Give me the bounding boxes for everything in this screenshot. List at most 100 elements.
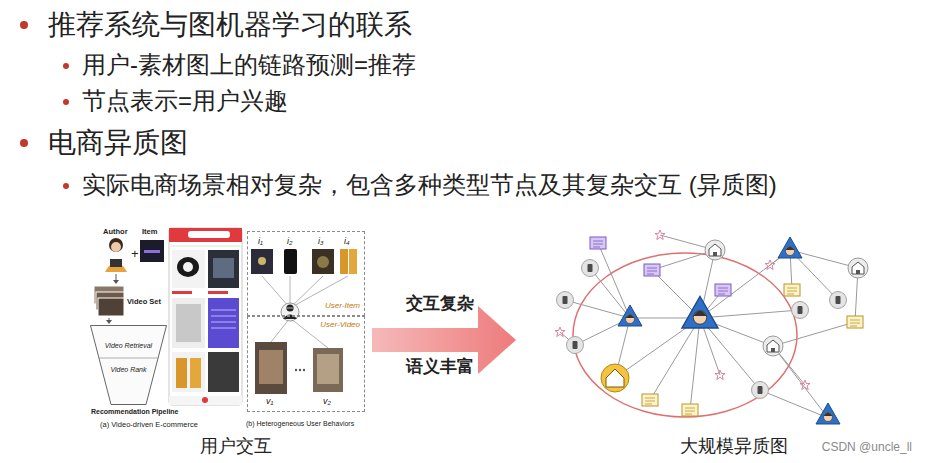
bullet-dot [20, 21, 28, 29]
funnel-stage: Video RetrievalVideo Rank [90, 325, 167, 405]
graph-node-icon [618, 305, 642, 326]
node-caption: User-Item [325, 301, 360, 311]
video-set-stack [98, 298, 124, 316]
funnel-outline [90, 325, 167, 405]
user-icon [281, 303, 299, 321]
video-index: v₁ [266, 396, 273, 407]
sub-bullet-text: 实际电商场景相对复杂，包含多种类型节点及其复杂交互 (异质图) [82, 171, 777, 200]
video-set-stack [94, 286, 124, 316]
figure-label: Item [142, 227, 157, 236]
phone-screenshot [172, 250, 205, 288]
phone-screenshot [211, 310, 236, 328]
flow-arrow [116, 274, 117, 281]
phone-screenshot [169, 228, 242, 405]
phone-screenshot [172, 298, 205, 348]
figure-panel: 用户交互 Video RetrievalVideo Rank User-ItemUs… [88, 222, 368, 458]
graph-node-icon [715, 370, 725, 380]
stage-label: Video Rank [90, 366, 167, 374]
item-image [140, 240, 164, 262]
figure-label: Video Set [127, 297, 161, 306]
flow-arrow [113, 280, 119, 284]
phone-screenshot [208, 291, 228, 294]
phone-screenshot [171, 246, 240, 247]
arrow-label: 交互复杂 [240, 294, 640, 314]
shop-node-large [601, 364, 629, 392]
author-icon [111, 242, 121, 252]
graph-node-icon [555, 327, 565, 337]
phone-screenshot [202, 397, 208, 403]
video-thumbnail [299, 369, 301, 371]
sub-bullet-dot [63, 99, 69, 105]
video-thumbnail [295, 369, 297, 371]
graph-node-icon [816, 403, 840, 424]
graph-node-icon [567, 337, 584, 354]
video-thumbnail [259, 350, 283, 384]
funnel-divider [99, 358, 159, 359]
phone-screenshot [213, 258, 234, 278]
phone-screenshot [208, 352, 239, 392]
node-caption: User-Video [320, 320, 360, 330]
phone-screenshot [169, 228, 242, 405]
graph-node-icon [655, 230, 665, 240]
bullet-dot [20, 21, 28, 147]
graph-node-icon [682, 404, 698, 416]
author-icon [110, 259, 122, 267]
phone-screenshot [208, 250, 239, 288]
item-thumbnail [349, 249, 357, 274]
video-thumbnail [317, 354, 339, 384]
graph-node-icon [763, 336, 783, 356]
video-thumbnail [255, 342, 287, 394]
dashed-group-box: User-Video [247, 316, 365, 412]
item-image [140, 240, 164, 262]
graph-node-icon [715, 284, 731, 296]
sub-bullet-text: 节点表示=用户兴趣 [82, 87, 288, 116]
shop-node-large [606, 369, 624, 387]
graph-edge [560, 235, 858, 418]
phone-screenshot [183, 262, 193, 272]
phone-screenshot [190, 358, 201, 388]
author-icon [105, 238, 127, 272]
item-thumbnail [251, 249, 273, 274]
item-thumbnail [340, 249, 348, 274]
arrow-label: 语义丰富 [240, 357, 640, 377]
flow-arrow [106, 320, 112, 324]
user-icon [283, 315, 297, 320]
phone-screenshot [176, 304, 201, 342]
user-icon [281, 303, 299, 321]
phone-screenshot [172, 352, 205, 392]
sub-bullet-text: 用户-素材图上的链路预测=推荐 [82, 51, 416, 80]
phone-screenshot [169, 228, 242, 242]
graph-node-icon [705, 240, 725, 260]
item-index: i₃ [318, 236, 324, 247]
funnel-outline [91, 326, 167, 405]
graph-node-icon [590, 237, 606, 249]
graph-node-icon [784, 284, 800, 296]
figure-panel: 大规模异质图 [520, 222, 900, 458]
item-index: i₂ [287, 236, 292, 247]
block-arrow [372, 306, 516, 374]
plus-sign: + [131, 246, 139, 262]
phone-screenshot [188, 231, 230, 238]
video-thumbnail [303, 369, 305, 371]
author-icon [109, 238, 123, 252]
node-caption: 大规模异质图 [680, 436, 788, 458]
bullet-dot [20, 139, 28, 147]
phone-screenshot [176, 358, 187, 388]
graph-node-icon [778, 237, 802, 258]
node-caption: 用户交互 [200, 436, 272, 458]
phone-screenshot [172, 291, 192, 294]
graph-node-icon [800, 380, 810, 390]
graph-node-icon [642, 394, 658, 406]
graph-node-icon [582, 260, 599, 277]
item-index: i₁ [258, 236, 263, 247]
phone-screenshot [177, 257, 199, 277]
subfigure-caption: (b) Heterogeneous User Behaviors [246, 420, 354, 428]
behavior-link [262, 276, 348, 348]
user-icon [287, 308, 293, 309]
phone-screenshot [169, 396, 242, 405]
item-thumbnail [251, 249, 357, 274]
item-thumbnail [312, 249, 334, 274]
